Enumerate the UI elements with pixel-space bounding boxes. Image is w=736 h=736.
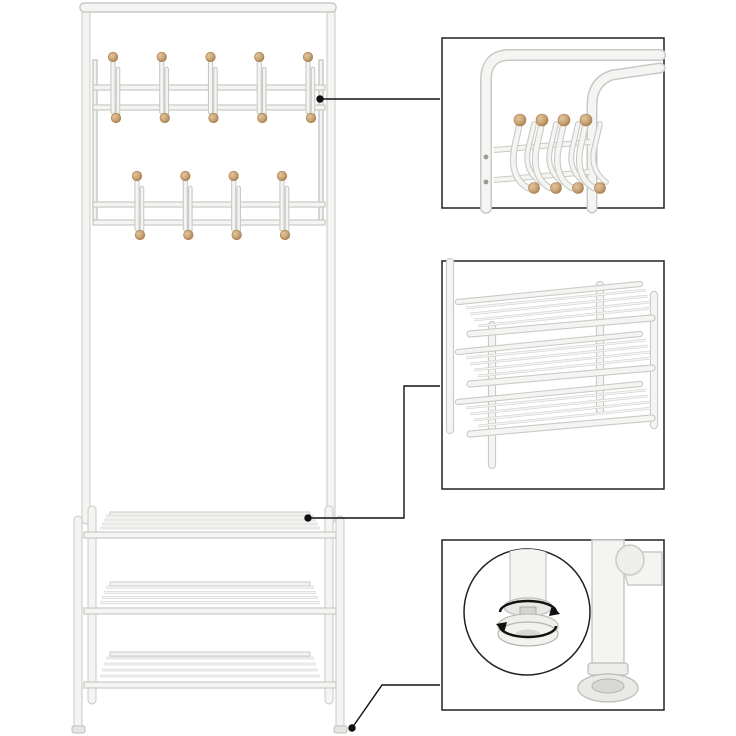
leader-line-shelf xyxy=(308,385,440,519)
shoe-shelf-tier xyxy=(454,330,656,388)
wood-knob xyxy=(279,229,291,241)
wood-knob xyxy=(205,51,216,63)
shoe-shelf-detail xyxy=(441,257,665,490)
leader-line-foot xyxy=(351,684,440,729)
wood-knob xyxy=(110,112,122,124)
coat-hook xyxy=(107,51,122,124)
wood-knob xyxy=(257,112,268,124)
wood-knob xyxy=(159,112,170,124)
coat-hook xyxy=(156,51,170,124)
arrow-heads xyxy=(496,605,560,633)
leader-lines xyxy=(304,95,440,732)
wood-knob xyxy=(156,51,167,63)
coat-hook xyxy=(302,51,317,124)
upper-hook-rail xyxy=(92,51,326,124)
coat-hook xyxy=(254,51,268,124)
wood-knob xyxy=(131,170,143,182)
shoe-shelf-tier xyxy=(83,651,337,689)
wood-knob xyxy=(302,51,314,63)
top-hooks-detail xyxy=(441,37,666,214)
shoe-shelf-tier xyxy=(454,280,656,338)
wood-knob xyxy=(107,51,119,63)
wood-knob xyxy=(535,113,549,127)
coat-hook xyxy=(228,170,242,241)
coat-hook xyxy=(205,51,219,124)
wood-knob xyxy=(180,170,191,182)
lower-hook-rail xyxy=(92,170,326,241)
coat-hook xyxy=(180,170,194,241)
coat-rack xyxy=(71,2,348,734)
wood-knob xyxy=(594,182,606,194)
wood-knob xyxy=(572,182,584,194)
shoe-shelf-tier xyxy=(83,511,337,539)
wood-knob xyxy=(513,113,527,127)
wood-knob xyxy=(276,170,288,182)
wood-knob xyxy=(557,113,571,127)
coat-hook xyxy=(276,170,291,241)
wood-knob xyxy=(183,229,194,241)
wood-knob xyxy=(231,229,242,241)
wood-knob xyxy=(208,112,219,124)
wood-knob xyxy=(254,51,265,63)
wood-knob xyxy=(528,182,540,194)
wood-knob xyxy=(134,229,146,241)
wood-knob xyxy=(550,182,562,194)
shoe-shelf-unit xyxy=(71,505,348,734)
wood-knob xyxy=(579,113,593,127)
foot-pad xyxy=(71,725,86,734)
shoe-shelf-tier xyxy=(454,380,656,438)
wood-knob xyxy=(305,112,317,124)
foot-pad xyxy=(333,725,348,734)
top-bar xyxy=(79,2,337,13)
coat-hook xyxy=(131,170,146,241)
shoe-shelf-tier xyxy=(83,581,337,615)
foot-pad-detail xyxy=(441,539,665,711)
coat-hook xyxy=(575,113,609,194)
wood-knob xyxy=(228,170,239,182)
